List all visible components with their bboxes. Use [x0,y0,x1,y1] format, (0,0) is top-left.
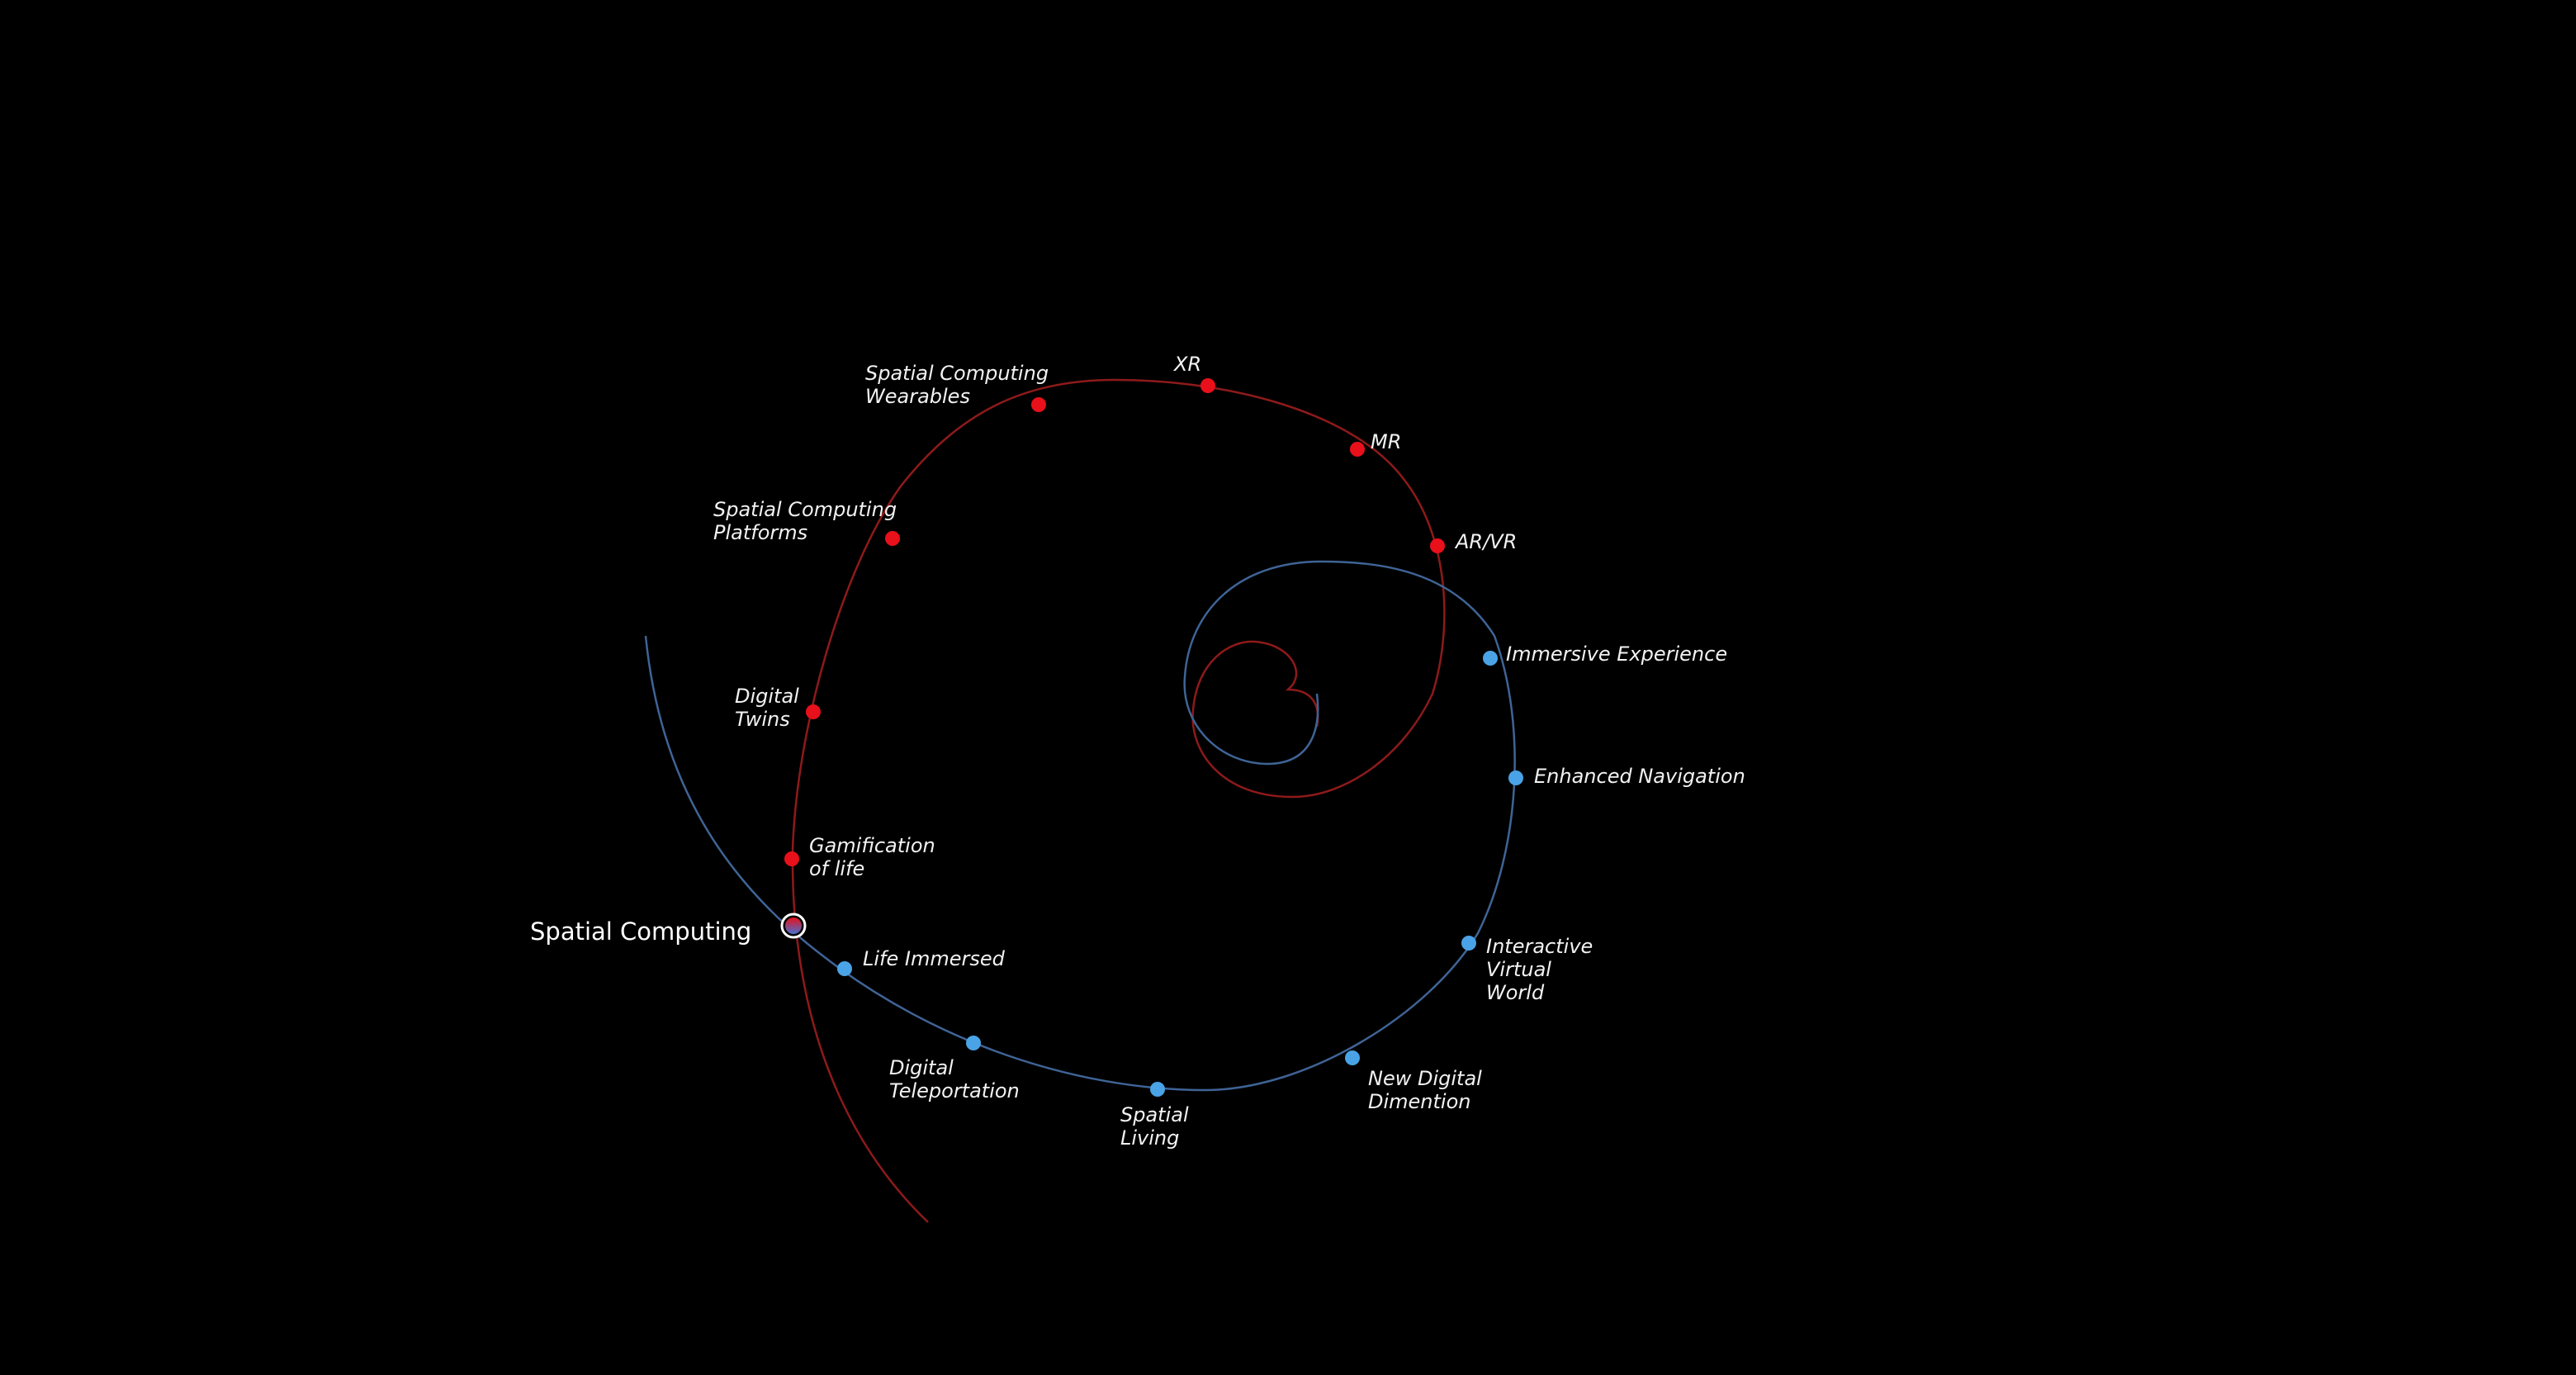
blue-node-teleportation[interactable]: Digital Teleportation [889,1036,1020,1102]
red-node-dot[interactable] [806,704,821,719]
blue-node-dot[interactable] [966,1036,981,1050]
red-node-label: Digital Twins [735,685,805,731]
center-node-label: Spatial Computing [530,917,751,946]
red-node-label: XR [1172,353,1201,376]
blue-node-dot[interactable] [1345,1050,1360,1065]
blue-node-label: Life Immersed [863,947,1006,970]
red-node-dot[interactable] [1430,538,1445,553]
blue-spiral-path [644,560,1516,1092]
blue-node-interactive-world[interactable]: Interactive Virtual World [1461,935,1599,1004]
red-node-mr[interactable]: MR [1350,430,1401,457]
red-node-platforms[interactable]: Spatial Computing Platforms [713,498,903,546]
blue-node-life-immersed[interactable]: Life Immersed [837,947,1006,976]
red-node-dot[interactable] [1200,378,1215,393]
blue-node-immersive-experience[interactable]: Immersive Experience [1483,642,1727,666]
blue-node-label: Immersive Experience [1506,642,1727,666]
red-node-dot[interactable] [784,851,799,866]
red-node-xr[interactable]: XR [1172,353,1215,393]
red-node-label: MR [1371,430,1401,453]
red-node-label: AR/VR [1454,530,1517,553]
blue-node-dot[interactable] [1461,936,1476,951]
red-node-wearables[interactable]: Spatial Computing Wearables [865,362,1055,412]
blue-node-new-dimention[interactable]: New Digital Dimention [1345,1050,1488,1113]
blue-node-dot[interactable] [1508,770,1523,785]
center-node[interactable]: Spatial Computing [530,913,807,946]
blue-node-label: New Digital Dimention [1368,1067,1488,1113]
red-node-dot[interactable] [1031,397,1046,412]
blue-node-dot[interactable] [1150,1082,1165,1097]
red-node-group: Gamification of life Digital Twins Spati… [713,353,1517,880]
blue-node-label: Spatial Living [1120,1103,1195,1150]
red-spiral-path [791,378,1446,1223]
red-node-gamification[interactable]: Gamification of life [784,834,941,880]
blue-node-label: Digital Teleportation [889,1056,1020,1102]
red-node-label: Spatial Computing Platforms [713,498,903,544]
blue-node-enhanced-navigation[interactable]: Enhanced Navigation [1508,765,1745,788]
red-node-dot[interactable] [1350,442,1365,457]
red-node-label: Spatial Computing Wearables [865,362,1055,408]
blue-node-group: Life Immersed Digital Teleportation Spat… [837,642,1745,1150]
blue-node-label: Interactive Virtual World [1486,935,1599,1004]
blue-node-dot[interactable] [837,961,852,976]
blue-node-label: Enhanced Navigation [1534,765,1745,788]
red-node-label: Gamification of life [809,834,941,880]
blue-node-spatial-living[interactable]: Spatial Living [1120,1082,1195,1150]
red-node-dot[interactable] [885,531,900,546]
red-node-digital-twins[interactable]: Digital Twins [735,685,821,731]
red-node-arvr[interactable]: AR/VR [1430,530,1517,553]
center-node-fill [785,917,802,934]
blue-node-dot[interactable] [1483,651,1498,666]
